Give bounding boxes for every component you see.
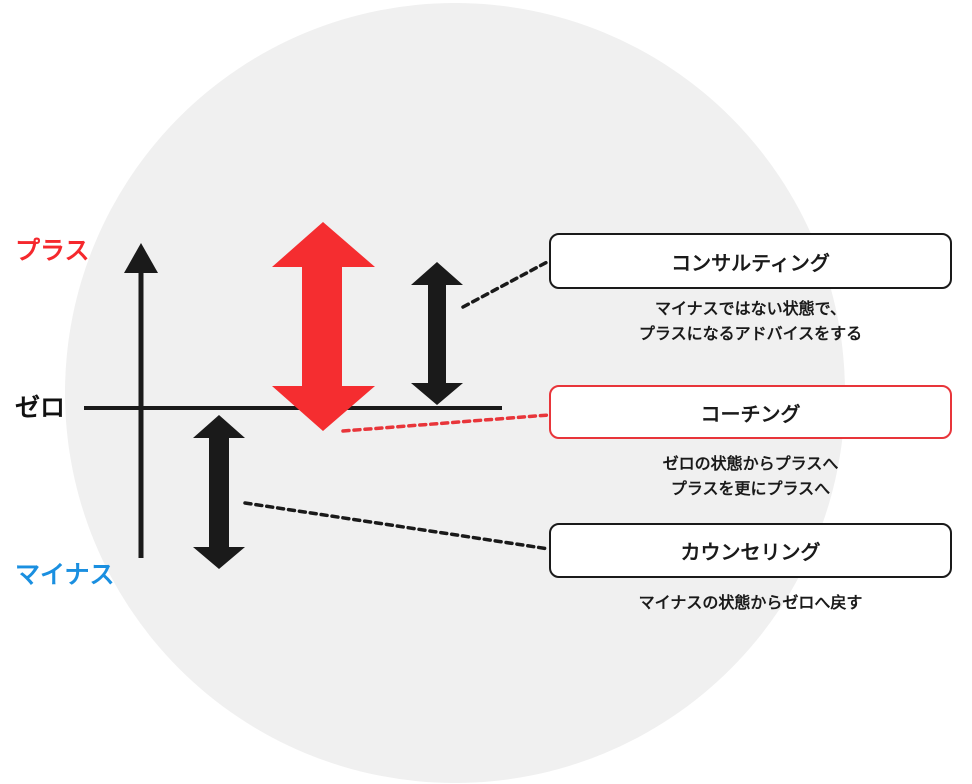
zero-label: ゼロ: [15, 393, 66, 422]
minus-label: マイナス: [15, 560, 115, 589]
counseling-box: カウンセリング: [549, 523, 952, 578]
consulting-box: コンサルティング: [549, 233, 952, 289]
description-line: プラスを更にプラスへ: [670, 479, 831, 498]
counseling-connector: [243, 501, 551, 551]
counseling-double-arrow-icon: [193, 415, 245, 569]
consulting-connector: [461, 259, 551, 309]
description-line: マイナスの状態からゼロへ戻す: [638, 593, 863, 612]
coaching-box: コーチング: [549, 385, 952, 439]
description-line: マイナスではない状態で、: [654, 299, 847, 318]
coaching-description: ゼロの状態からプラスへ プラスを更にプラスへ: [549, 451, 952, 501]
coaching-connector: [341, 413, 551, 433]
plus-label: プラス: [15, 236, 90, 265]
counseling-description: マイナスの状態からゼロへ戻す: [549, 590, 952, 615]
axis-arrow-up-icon: [124, 243, 158, 273]
consulting-double-arrow-icon: [411, 262, 463, 405]
background-circle: [65, 3, 845, 783]
description-line: ゼロの状態からプラスへ: [662, 454, 839, 473]
coaching-double-arrow-icon: [272, 222, 375, 431]
consulting-description: マイナスではない状態で、 プラスになるアドバイスをする: [549, 296, 952, 346]
description-line: プラスになるアドバイスをする: [638, 324, 863, 343]
